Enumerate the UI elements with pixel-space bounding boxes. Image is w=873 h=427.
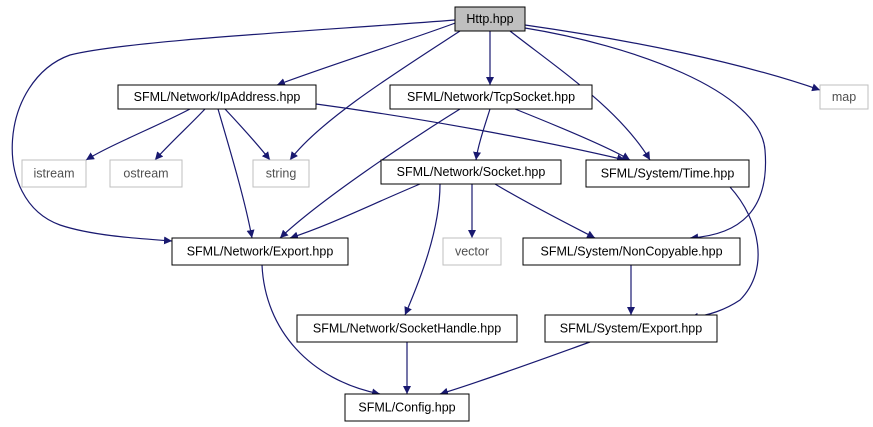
node-ipaddress[interactable]: SFML/Network/IpAddress.hpp [117,84,317,110]
node-box-map [819,84,869,110]
node-box-vector [442,237,502,266]
node-netexport[interactable]: SFML/Network/Export.hpp [171,237,349,266]
node-box-time [585,159,750,188]
node-istream: istream [21,159,87,188]
node-tcpsocket[interactable]: SFML/Network/TcpSocket.hpp [389,84,593,110]
node-label-vector: vector [455,245,489,259]
node-box-sysexport [544,314,718,343]
node-ostream: ostream [109,159,183,188]
node-label-istream: istream [34,167,75,181]
node-noncopyable[interactable]: SFML/System/NonCopyable.hpp [522,237,741,266]
node-label-sockethandle: SFML/Network/SocketHandle.hpp [313,322,501,336]
node-config[interactable]: SFML/Config.hpp [344,393,470,422]
node-label-ostream: ostream [123,167,168,181]
node-box-noncopyable [522,237,741,266]
edge-http-to-netexport [11,19,456,245]
node-label-map: map [832,90,856,104]
node-string: string [252,159,310,188]
node-box-sockethandle [296,314,518,343]
edge-ipaddress-to-time [315,103,626,163]
node-box-ostream [109,159,183,188]
node-label-socket: SFML/Network/Socket.hpp [397,165,546,179]
node-box-string [252,159,310,188]
node-label-config: SFML/Config.hpp [358,401,455,415]
edge-tcpsocket-to-netexport [279,108,461,239]
edge-sysexport-to-config [439,341,591,396]
edge-ipaddress-to-istream [85,108,191,161]
node-box-config [344,393,470,422]
edge-tcpsocket-to-time [514,108,631,161]
node-map: map [819,84,869,110]
edge-ipaddress-to-ostream [154,108,206,161]
edge-http-to-map [524,24,821,92]
edge-socket-to-sockethandle [404,183,441,316]
edges-layer [11,19,821,397]
node-box-tcpsocket [389,84,593,110]
node-time[interactable]: SFML/System/Time.hpp [585,159,750,188]
node-label-ipaddress: SFML/Network/IpAddress.hpp [134,90,301,104]
edge-socket-to-netexport [289,183,421,240]
edge-ipaddress-to-string [224,108,271,161]
node-box-ipaddress [117,84,317,110]
node-box-http [454,6,526,32]
node-sockethandle[interactable]: SFML/Network/SocketHandle.hpp [296,314,518,343]
edge-http-to-ipaddress [276,21,459,86]
node-label-sysexport: SFML/System/Export.hpp [560,322,702,336]
edge-ipaddress-to-netexport [217,108,255,239]
node-label-time: SFML/System/Time.hpp [601,167,735,181]
node-box-socket [380,159,562,185]
node-label-netexport: SFML/Network/Export.hpp [187,245,334,259]
node-label-tcpsocket: SFML/Network/TcpSocket.hpp [407,90,575,104]
node-label-string: string [266,167,297,181]
edge-http-to-string [289,30,461,161]
edge-time-to-sysexport [689,186,759,321]
node-box-istream [21,159,87,188]
node-label-http: Http.hpp [466,12,513,26]
node-sysexport[interactable]: SFML/System/Export.hpp [544,314,718,343]
node-http[interactable]: Http.hpp [454,6,526,32]
edge-socket-to-noncopyable [494,183,596,239]
edge-tcpsocket-to-socket [473,108,491,161]
node-box-netexport [171,237,349,266]
node-label-noncopyable: SFML/System/NonCopyable.hpp [540,245,722,259]
edge-http-to-noncopyable [524,27,767,242]
node-socket[interactable]: SFML/Network/Socket.hpp [380,159,562,185]
node-vector: vector [442,237,502,266]
edge-netexport-to-config [261,264,381,397]
